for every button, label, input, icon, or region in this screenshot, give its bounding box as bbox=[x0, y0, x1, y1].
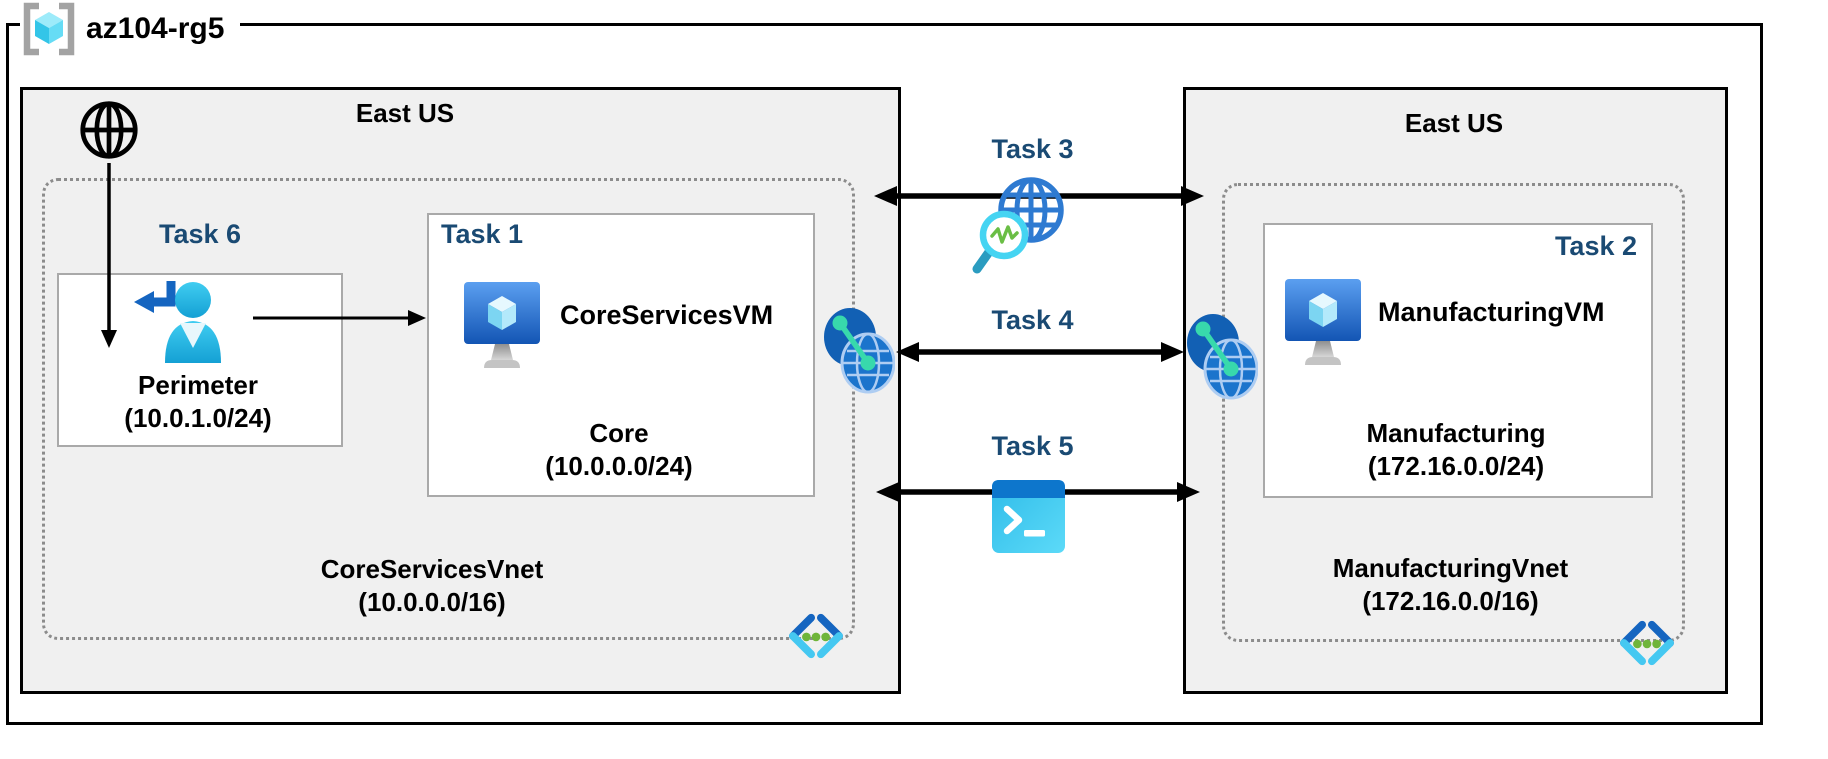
perimeter-subnet-cidr: (10.0.1.0/24) bbox=[124, 403, 272, 433]
task4-label: Task 4 bbox=[991, 305, 1074, 335]
resource-group-name: az104-rg5 bbox=[86, 12, 225, 45]
virtual-machine-icon bbox=[462, 280, 542, 377]
manufacturing-vnet-name: ManufacturingVnet bbox=[1332, 553, 1569, 583]
manufacturing-subnet-cidr: (172.16.0.0/24) bbox=[1367, 451, 1545, 481]
core-services-vnet-name: CoreServicesVnet bbox=[320, 554, 544, 584]
resource-group-label: az104-rg5 bbox=[20, 0, 241, 58]
manufacturing-vnet-cidr: (172.16.0.0/16) bbox=[1362, 586, 1539, 616]
vnet-peering-icon bbox=[823, 306, 895, 394]
right-region-location: East US bbox=[1404, 108, 1504, 138]
cloud-shell-icon bbox=[991, 479, 1066, 554]
task2-label: Task 2 bbox=[1554, 231, 1637, 261]
resource-group-icon bbox=[22, 2, 76, 56]
manufacturing-subnet-name: Manufacturing bbox=[1366, 418, 1546, 448]
manufacturing-vnet-box bbox=[1222, 183, 1685, 642]
perimeter-subnet-label: Perimeter (10.0.1.0/24) bbox=[57, 369, 339, 435]
resource-group-box bbox=[6, 23, 1763, 725]
core-subnet-name: Core bbox=[589, 418, 649, 448]
task5-label: Task 5 bbox=[991, 431, 1074, 461]
core-subnet-label: Core (10.0.0.0/24) bbox=[427, 417, 811, 483]
internet-globe-icon bbox=[79, 100, 139, 160]
manufacturing-vm-name: ManufacturingVM bbox=[1378, 297, 1605, 327]
network-watcher-icon bbox=[970, 172, 1066, 276]
task1-label: Task 1 bbox=[441, 219, 524, 249]
virtual-network-icon bbox=[785, 611, 847, 661]
core-subnet-box bbox=[427, 213, 815, 497]
core-services-vm-name: CoreServicesVM bbox=[560, 300, 774, 330]
perimeter-subnet-name: Perimeter bbox=[138, 370, 258, 400]
manufacturing-vnet-label: ManufacturingVnet (172.16.0.0/16) bbox=[1222, 552, 1679, 618]
virtual-network-icon bbox=[1616, 618, 1678, 668]
core-services-vnet-label: CoreServicesVnet (10.0.0.0/16) bbox=[42, 553, 822, 619]
virtual-machine-icon bbox=[1283, 277, 1363, 374]
task6-label: Task 6 bbox=[158, 219, 242, 249]
signin-user-icon bbox=[122, 275, 237, 365]
manufacturing-subnet-label: Manufacturing (172.16.0.0/24) bbox=[1263, 417, 1649, 483]
core-subnet-cidr: (10.0.0.0/24) bbox=[545, 451, 693, 481]
left-region-location: East US bbox=[355, 98, 455, 128]
core-services-vnet-box bbox=[42, 178, 855, 640]
core-services-vnet-cidr: (10.0.0.0/16) bbox=[358, 587, 506, 617]
vnet-peering-icon bbox=[1186, 312, 1258, 400]
task3-label: Task 3 bbox=[991, 134, 1074, 164]
